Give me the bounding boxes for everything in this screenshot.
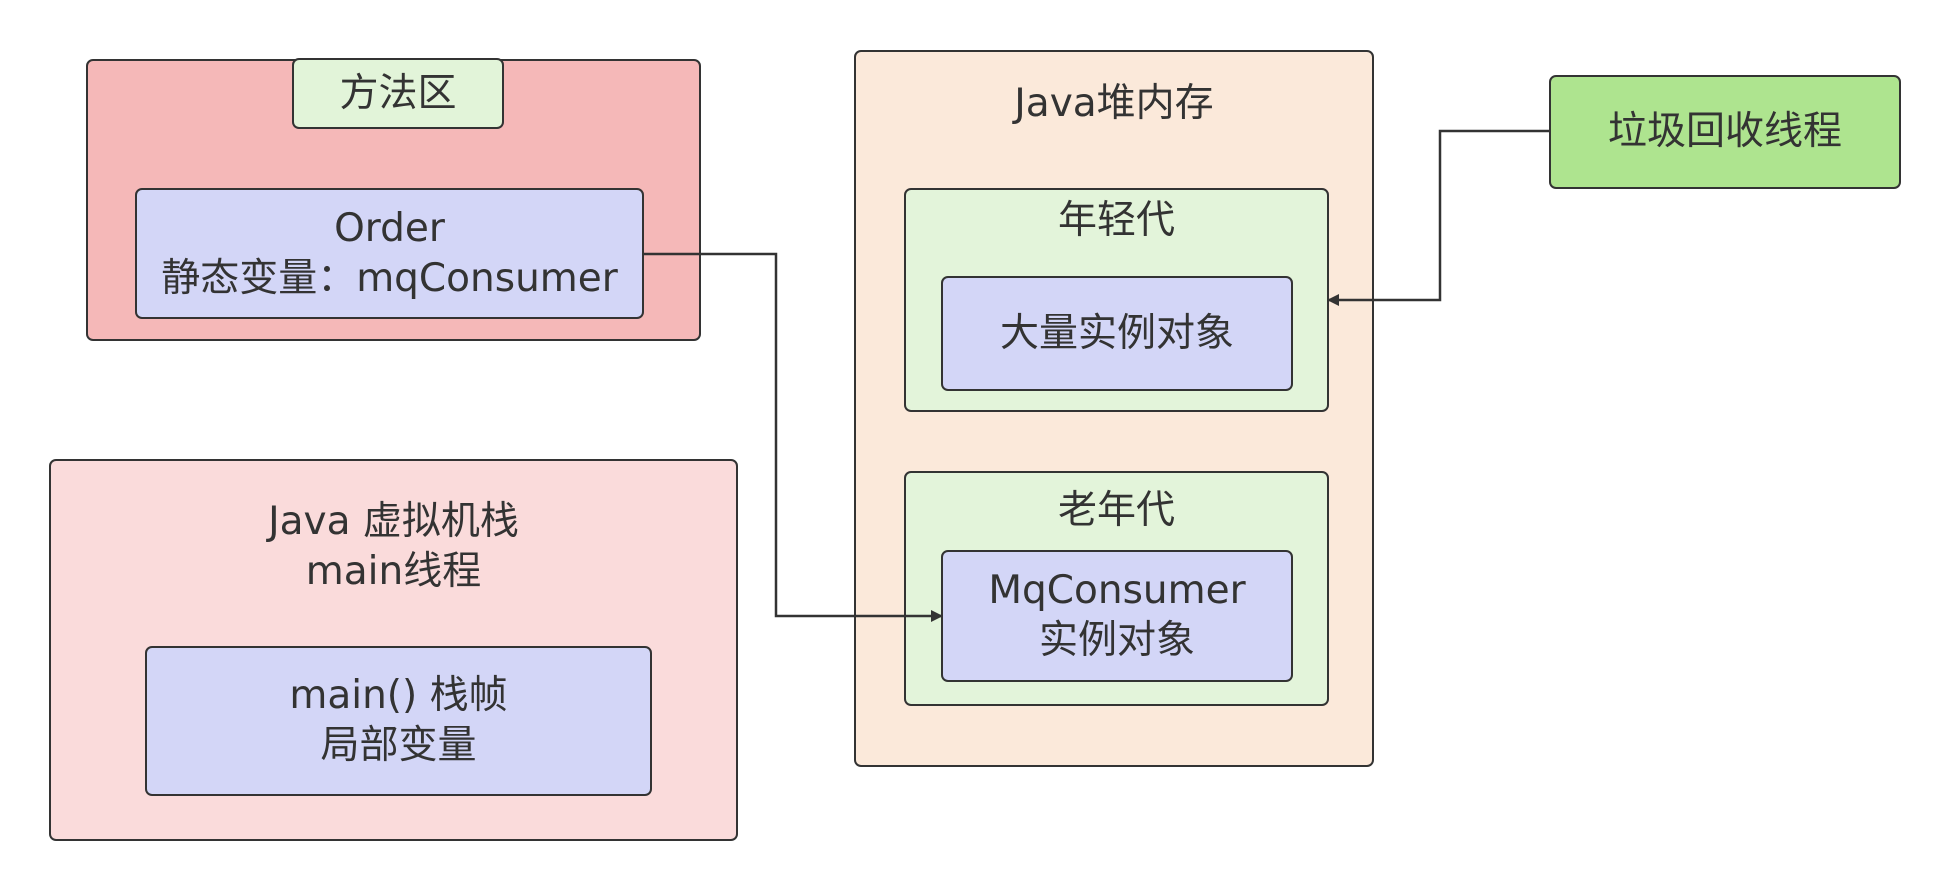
gc-thread-box: 垃圾回收线程 [1549, 75, 1901, 189]
young-generation-title: 年轻代 [1057, 198, 1175, 243]
main-stack-frame-label: main() 栈帧 [289, 673, 508, 718]
order-class-box: Order 静态变量：mqConsumer [135, 188, 644, 319]
mqconsumer-instance-box: MqConsumer 实例对象 [941, 550, 1293, 682]
young-instances-label: 大量实例对象 [999, 310, 1234, 356]
main-stack-frame-box: main() 栈帧 局部变量 [145, 646, 652, 796]
young-instances-box: 大量实例对象 [941, 276, 1293, 391]
java-heap-title: Java堆内存 [1014, 81, 1214, 126]
jvm-stack-title-line2: main线程 [305, 549, 482, 594]
order-static-variable: 静态变量：mqConsumer [161, 255, 618, 301]
jvm-stack-title: Java 虚拟机栈 main线程 [51, 497, 736, 597]
method-area-tag-label: 方法区 [339, 70, 457, 116]
order-class-name: Order [334, 205, 445, 251]
jvm-stack-title-line1: Java 虚拟机栈 [268, 499, 519, 544]
mqconsumer-class-label: MqConsumer [988, 568, 1246, 613]
local-variables-label: 局部变量 [320, 723, 477, 768]
mqconsumer-instance-label: 实例对象 [1038, 618, 1195, 663]
gc-thread-label: 垃圾回收线程 [1607, 109, 1842, 154]
method-area-tag: 方法区 [292, 58, 504, 129]
old-generation-title: 老年代 [1057, 488, 1175, 533]
